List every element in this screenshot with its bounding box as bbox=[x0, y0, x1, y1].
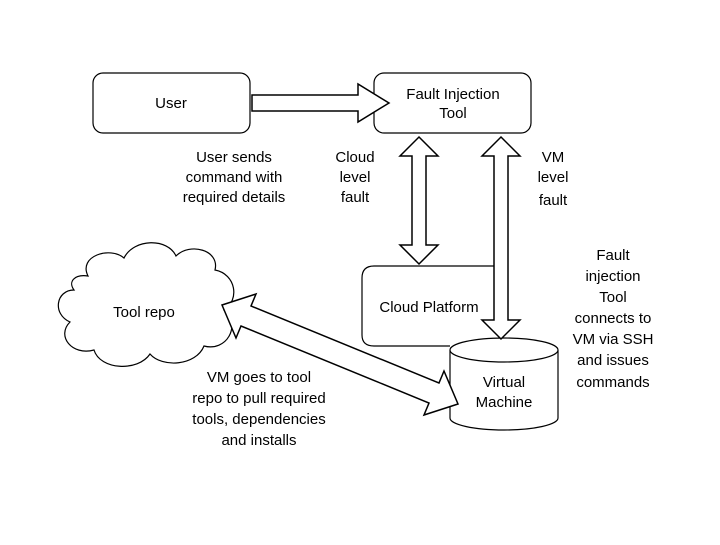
svg-text:Cloud: Cloud bbox=[335, 149, 374, 166]
ssh-description-label: Fault injection Tool connects to VM via … bbox=[573, 247, 654, 391]
svg-text:VM via SSH: VM via SSH bbox=[573, 331, 654, 348]
cloud-platform-node: Cloud Platform bbox=[361, 265, 496, 347]
virtual-machine-node: Virtual Machine bbox=[449, 337, 559, 431]
user-label: User bbox=[155, 95, 187, 112]
svg-text:command with: command with bbox=[186, 169, 283, 186]
svg-text:VM: VM bbox=[542, 149, 565, 166]
svg-text:Fault: Fault bbox=[596, 247, 630, 264]
svg-text:Tool: Tool bbox=[599, 289, 627, 306]
svg-text:fault: fault bbox=[341, 189, 370, 206]
tool-cloud-double-arrow bbox=[398, 135, 440, 266]
svg-text:User sends: User sends bbox=[196, 149, 272, 166]
fault-injection-tool-node: Fault Injection Tool bbox=[373, 72, 532, 134]
repo-vm-double-arrow bbox=[220, 292, 460, 417]
svg-text:required details: required details bbox=[183, 189, 286, 206]
svg-text:level: level bbox=[538, 169, 569, 186]
repo-pull-label: VM goes to tool repo to pull required to… bbox=[192, 369, 325, 449]
user-sends-label: User sends command with required details bbox=[183, 149, 286, 206]
user-to-tool-arrow bbox=[251, 82, 391, 124]
cloud-level-fault-label: Cloud level fault bbox=[335, 149, 374, 206]
user-node: User bbox=[92, 72, 251, 134]
tool-vm-double-arrow bbox=[480, 135, 522, 341]
svg-text:injection: injection bbox=[585, 268, 640, 285]
tool-repo-cloud: Tool repo bbox=[57, 242, 235, 367]
svg-text:VM goes to tool: VM goes to tool bbox=[207, 369, 311, 386]
svg-text:connects to: connects to bbox=[575, 310, 652, 327]
svg-text:level: level bbox=[340, 169, 371, 186]
fault-tool-label-line-2: Tool bbox=[439, 105, 467, 122]
svg-text:fault: fault bbox=[539, 192, 568, 209]
svg-text:commands: commands bbox=[576, 374, 649, 391]
svg-text:and issues: and issues bbox=[577, 352, 649, 369]
svg-text:tools, dependencies: tools, dependencies bbox=[192, 411, 325, 428]
vm-label-line-1: Virtual bbox=[483, 374, 525, 391]
vm-label-line-2: Machine bbox=[476, 394, 533, 411]
fault-tool-label-line-1: Fault Injection bbox=[406, 86, 499, 103]
cloud-platform-label: Cloud Platform bbox=[379, 299, 478, 316]
vm-level-fault-label: VM level fault bbox=[538, 149, 569, 209]
svg-text:and installs: and installs bbox=[221, 432, 296, 449]
svg-text:repo to pull required: repo to pull required bbox=[192, 390, 325, 407]
tool-repo-label: Tool repo bbox=[113, 304, 175, 321]
